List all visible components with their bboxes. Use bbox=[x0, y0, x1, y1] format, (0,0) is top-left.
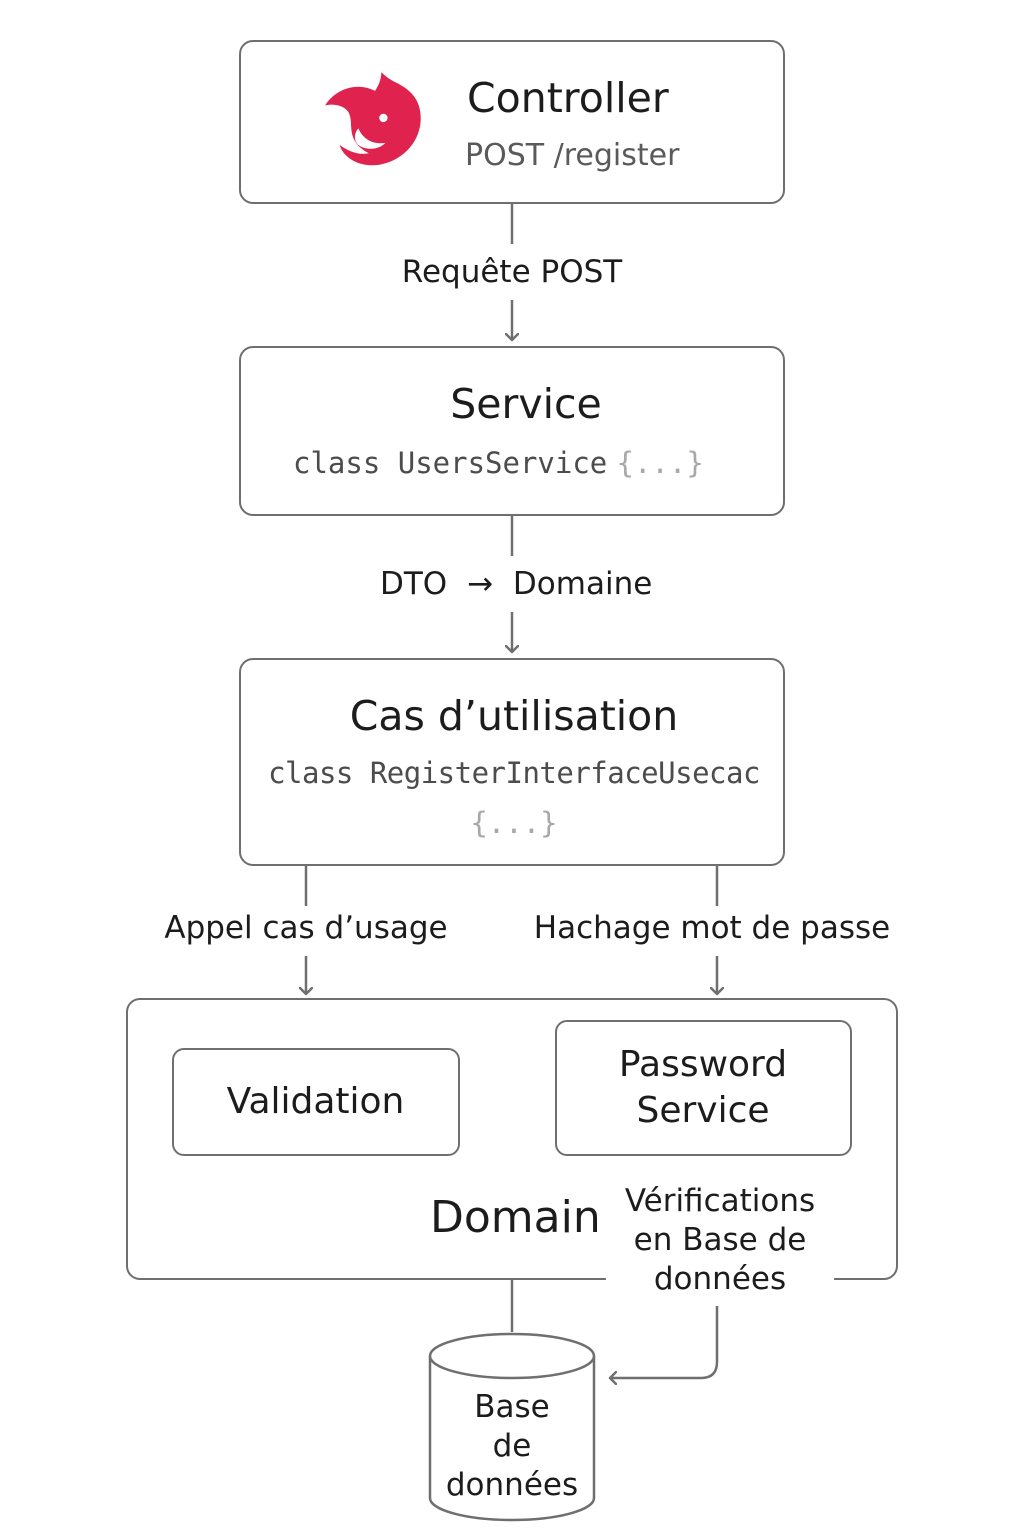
database-cylinder-icon bbox=[428, 1332, 596, 1522]
validation-label: Validation bbox=[226, 1081, 405, 1122]
controller-title: Controller bbox=[467, 74, 669, 122]
service-code-class: class UsersService bbox=[293, 446, 608, 480]
domain-title: Domain bbox=[430, 1192, 601, 1243]
database-label-line1: Base bbox=[474, 1389, 550, 1425]
database-label-line3: données bbox=[445, 1467, 579, 1503]
edge-label-domaine: Domaine bbox=[512, 566, 653, 602]
edge-label-requete-post: Requête POST bbox=[352, 254, 672, 290]
usecase-code-body: {...} bbox=[470, 806, 558, 840]
connector-password-db bbox=[610, 1306, 719, 1378]
service-code: class UsersService {...} bbox=[293, 446, 704, 480]
usecase-box: Cas d’utilisation class RegisterInterfac… bbox=[239, 658, 785, 866]
password-service-box: Password Service bbox=[555, 1020, 852, 1156]
database-label: Base de données bbox=[430, 1388, 594, 1505]
edge-label-hachage: Hachage mot de passe bbox=[532, 910, 892, 946]
edge-label-dto-domaine: DTO → Domaine bbox=[380, 566, 653, 602]
edge-label-verifications-line2: en Base de bbox=[633, 1222, 807, 1258]
edge-label-verifications-line1: Vérifications bbox=[624, 1183, 816, 1219]
controller-box: Controller POST /register bbox=[239, 40, 785, 204]
edge-label-verifications-line3: données bbox=[653, 1261, 787, 1297]
service-box: Service class UsersService {...} bbox=[239, 346, 785, 516]
password-service-label-line1: Password bbox=[618, 1044, 788, 1085]
edge-label-verifications: Vérifications en Base de données bbox=[606, 1182, 834, 1299]
database-label-line2: de bbox=[492, 1428, 532, 1464]
nestjs-logo-icon bbox=[325, 72, 421, 166]
usecase-title: Cas d’utilisation bbox=[349, 692, 679, 740]
usecase-code-class: class RegisterInterfaceUsecac bbox=[268, 756, 760, 790]
validation-box: Validation bbox=[172, 1048, 460, 1156]
service-code-body: {...} bbox=[616, 446, 704, 480]
edge-label-dto: DTO bbox=[380, 566, 448, 602]
service-title: Service bbox=[450, 380, 602, 428]
controller-route: POST /register bbox=[465, 138, 680, 173]
right-arrow-icon: → bbox=[467, 566, 494, 602]
password-service-label-line2: Service bbox=[636, 1090, 770, 1131]
edge-label-appel-cas-usage: Appel cas d’usage bbox=[146, 910, 466, 946]
